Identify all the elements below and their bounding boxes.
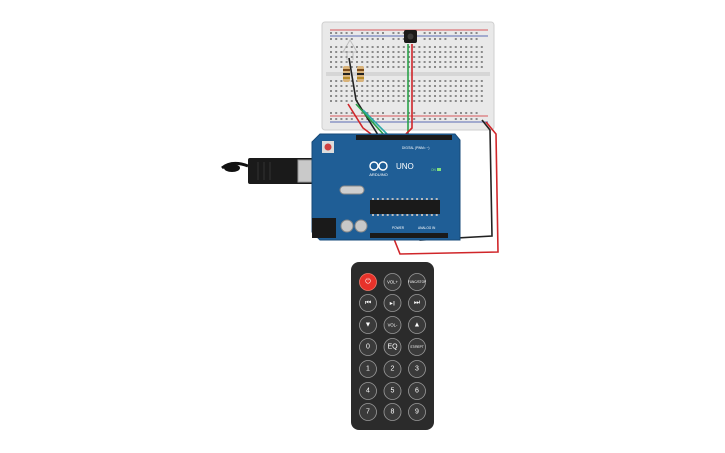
remote-button-label: VOL- <box>388 323 398 328</box>
remote-button-label: 1 <box>366 366 370 373</box>
resistor-1[interactable] <box>343 66 350 82</box>
remote-button-prev[interactable]: ⏮ <box>359 294 377 312</box>
remote-button-vol-down[interactable]: VOL- <box>383 316 402 334</box>
wire-red-ir <box>405 44 413 135</box>
remote-button-down[interactable]: ▼ <box>359 316 377 334</box>
remote-button-label: ST/REPT <box>410 345 424 349</box>
remote-button-label: 5 <box>391 388 395 395</box>
remote-button-label: 8 <box>391 409 395 416</box>
remote-button-eq[interactable]: EQ <box>383 338 402 356</box>
remote-button-label: ⏮ <box>365 300 371 307</box>
remote-button-play-pause[interactable]: ▶|| <box>383 294 402 312</box>
remote-button-label: 2 <box>391 366 395 373</box>
remote-button-label: VOL+ <box>387 280 398 285</box>
remote-button-zero[interactable]: 0 <box>359 338 377 356</box>
wire-teal-led <box>362 109 390 137</box>
model-label: UNO <box>396 162 414 171</box>
remote-button-label: 9 <box>415 409 419 416</box>
power-jack <box>312 218 336 238</box>
remote-button-power[interactable]: ⏻ <box>359 273 377 291</box>
ir-receiver[interactable] <box>404 30 417 43</box>
resistor-2[interactable] <box>357 66 364 82</box>
remote-button-nine[interactable]: 9 <box>408 403 426 421</box>
arduino-board[interactable]: ARDUINO UNO DIGITAL (PWM= ~) POWER ANALO… <box>311 133 461 241</box>
remote-button-eight[interactable]: 8 <box>383 403 402 421</box>
remote-button-label: 4 <box>366 388 370 395</box>
breadboard-holes <box>330 32 483 120</box>
remote-button-label: 6 <box>415 388 419 395</box>
digital-header <box>356 135 452 140</box>
analog-header-label: ANALOG IN <box>418 226 436 230</box>
remote-button-st-rept[interactable]: ST/REPT <box>408 338 426 356</box>
remote-button-label: 3 <box>415 366 419 373</box>
remote-button-func-stop[interactable]: FUNC/STOP <box>408 273 426 291</box>
on-label: ON <box>431 168 436 172</box>
power-analog-header <box>370 233 448 238</box>
remote-button-label: 7 <box>366 409 370 416</box>
wire-green-led <box>355 103 386 137</box>
remote-button-next[interactable]: ⏭ <box>408 294 426 312</box>
power-header-label: POWER <box>392 226 405 230</box>
remote-button-label: EQ <box>387 344 398 351</box>
remote-button-label: ▲ <box>414 322 421 329</box>
remote-button-one[interactable]: 1 <box>359 360 377 378</box>
remote-button-up[interactable]: ▲ <box>408 316 426 334</box>
remote-button-label: 0 <box>366 344 370 351</box>
wire-red-5v <box>391 121 499 255</box>
led[interactable] <box>342 39 358 60</box>
remote-button-label: FUNC/STOP <box>408 280 426 284</box>
usb-cable <box>221 158 323 184</box>
remote-buttons: ⏻ VOL+ FUNC/STOP ⏮ ▶|| ⏭ ▼ VOL- ▲ 0 EQ ST/REPT 1 2 3 4 5… <box>359 273 426 421</box>
remote-button-six[interactable]: 6 <box>408 382 426 400</box>
remote-button-vol-up[interactable]: VOL+ <box>383 273 402 291</box>
remote-button-three[interactable]: 3 <box>408 360 426 378</box>
brand-label: ARDUINO <box>369 172 387 177</box>
remote-button-label: ▼ <box>365 322 372 329</box>
remote-button-five[interactable]: 5 <box>383 382 402 400</box>
remote-button-four[interactable]: 4 <box>359 382 377 400</box>
remote-button-label: ⏭ <box>414 300 421 307</box>
wire-black-led <box>348 57 381 139</box>
remote-button-label: ▶|| <box>390 301 395 306</box>
remote-button-label: ⏻ <box>365 278 371 286</box>
atmega-chip <box>370 200 440 214</box>
ir-remote[interactable]: ⏻ VOL+ FUNC/STOP ⏮ ▶|| ⏭ ▼ VOL- ▲ 0 EQ ST/REPT 1 2 3 4 5… <box>351 262 434 430</box>
chip-pins <box>372 198 438 216</box>
digital-header-label: DIGITAL (PWM= ~) <box>402 146 429 150</box>
remote-button-seven[interactable]: 7 <box>359 403 377 421</box>
remote-button-two[interactable]: 2 <box>383 360 402 378</box>
